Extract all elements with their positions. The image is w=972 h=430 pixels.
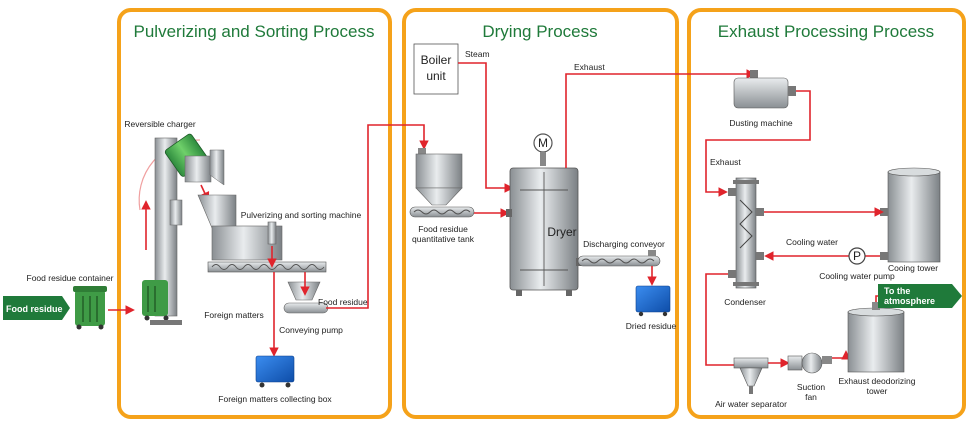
conveying-pump-label: Conveying pump [279, 325, 343, 335]
steam-label: Steam [465, 49, 490, 59]
food-residue-tag-label: Food residue [6, 304, 63, 314]
pulverizing-machine-icon [197, 194, 327, 273]
condenser-icon [728, 177, 764, 289]
panel-exhaust [687, 8, 966, 419]
discharging-conveyor-icon [577, 250, 661, 267]
flow-fan-to-deodorizer [832, 350, 851, 360]
cooling-water-label: Cooling water [786, 237, 838, 247]
panel-pulverizing [117, 8, 392, 419]
suction-label-1: Suction [797, 382, 826, 392]
air-water-separator-label: Air water separator [715, 399, 787, 409]
flow-exhaust-dryer [565, 69, 756, 168]
panel-title-drying: Drying Process [482, 22, 597, 41]
flow-pipe-to-quant-tank [326, 124, 429, 309]
cooling-tower-label: Cooing tower [888, 263, 938, 273]
pump-symbol: P [853, 249, 861, 263]
to-atmosphere-tag [878, 284, 962, 308]
panel-title-pulverizing: Pulverizing and Sorting Process [134, 22, 375, 41]
cooling-tower-icon [880, 167, 941, 263]
exhaust-side-label: Exhaust [710, 157, 741, 167]
boiler-label-2: unit [426, 69, 446, 83]
suction-label-2: fan [805, 392, 817, 402]
pulverizing-machine-label: Pulverizing and sorting machine [241, 210, 362, 220]
foreign-box-label: Foreign matters collecting box [218, 394, 332, 404]
food-residue-container-label: Food residue container [27, 273, 114, 283]
panel-title-exhaust: Exhaust Processing Process [718, 22, 934, 41]
boiler-unit [413, 43, 459, 95]
cooling-water-pump-icon [848, 247, 866, 265]
air-water-separator-icon [733, 357, 769, 394]
exhaust-top-label: Exhaust [574, 62, 605, 72]
to-atmosphere-label-1: To the [884, 286, 910, 296]
deodorizing-label-1: Exhaust deodorizing [838, 376, 915, 386]
discharging-conveyor-label: Discharging conveyor [583, 239, 665, 249]
foreign-matters-label: Foreign matters [204, 310, 264, 320]
cooling-water-pump-label: Cooling water pump [819, 271, 895, 281]
quant-tank-label-2: quantitative tank [412, 234, 475, 244]
boiler-label-1: Boiler [421, 53, 452, 67]
reversible-charger-label: Reversible charger [124, 119, 196, 129]
quant-tank-icon [409, 148, 475, 218]
dried-residue-label: Dried residue [626, 321, 677, 331]
suction-fan-icon [787, 352, 832, 374]
condenser-label: Condenser [724, 297, 766, 307]
deodorizing-tower-icon [847, 302, 905, 373]
food-residue-container-icon [73, 286, 107, 330]
flow-exhaust-to-condenser [705, 90, 811, 197]
flow-steam [458, 62, 514, 193]
dusting-machine-icon [733, 70, 796, 109]
dried-residue-box-icon [635, 285, 671, 317]
flow-condenser-to-separator [705, 273, 734, 366]
food-residue-label: Food residue [318, 297, 368, 307]
dryer-label: Dryer [547, 225, 576, 239]
dusting-machine-label: Dusting machine [729, 118, 793, 128]
panel-drying [402, 8, 679, 419]
deodorizing-label-2: tower [867, 386, 888, 396]
quant-tank-label-1: Food residue [418, 224, 468, 234]
reversible-charger-icon [138, 133, 225, 325]
food-residue-tag [3, 296, 70, 320]
foreign-box-icon [255, 355, 295, 388]
to-atmosphere-label-2: atmosphere [884, 296, 935, 306]
dryer-icon [506, 133, 582, 296]
motor-label: M [538, 136, 548, 150]
